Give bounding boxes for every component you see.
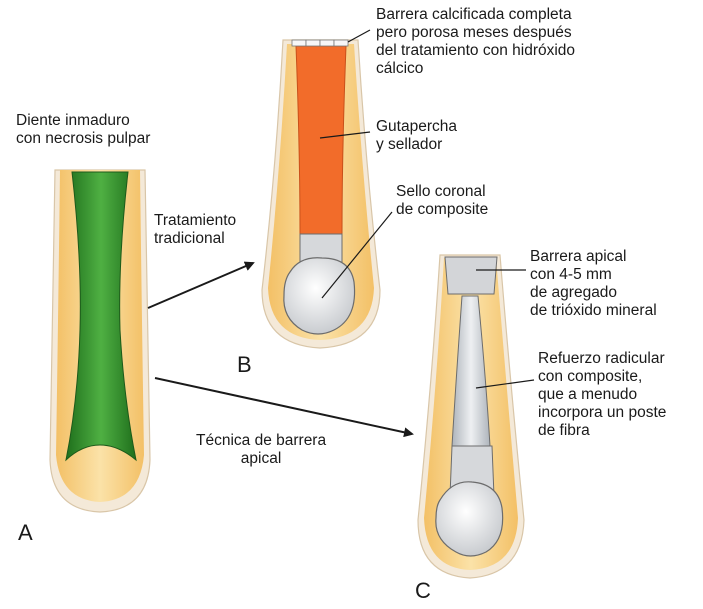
- arrow-to-c: [155, 378, 412, 434]
- label-root-reinforcement: Refuerzo radicular con composite, que a …: [538, 350, 666, 440]
- label-arrow-b: Tratamiento tradicional: [154, 212, 236, 248]
- tooth-b-coronal-seal: [284, 258, 355, 334]
- label-apical-barrier: Barrera apical con 4-5 mm de agregado de…: [530, 248, 657, 320]
- label-calcified-barrier: Barrera calcificada completa pero porosa…: [376, 6, 575, 78]
- label-coronal-seal: Sello coronal de composite: [396, 183, 488, 219]
- panel-letter-b: B: [237, 352, 252, 378]
- tooth-a: [50, 170, 150, 512]
- panel-letter-a: A: [18, 520, 33, 546]
- tooth-c-mta-barrier: [445, 257, 497, 294]
- tooth-b-gutta-percha: [296, 46, 346, 234]
- leader-barrier: [348, 30, 370, 42]
- label-gutta-percha: Gutapercha y sellador: [376, 118, 457, 154]
- panel-letter-c: C: [415, 578, 431, 604]
- label-a-title: Diente inmaduro con necrosis pulpar: [16, 112, 150, 148]
- tooth-c-crown: [436, 482, 503, 556]
- label-arrow-c: Técnica de barrera apical: [196, 432, 326, 468]
- tooth-b: [262, 40, 380, 348]
- tooth-b-calcified-barrier: [292, 40, 348, 46]
- arrow-to-b: [148, 263, 253, 308]
- tooth-c: [418, 255, 524, 578]
